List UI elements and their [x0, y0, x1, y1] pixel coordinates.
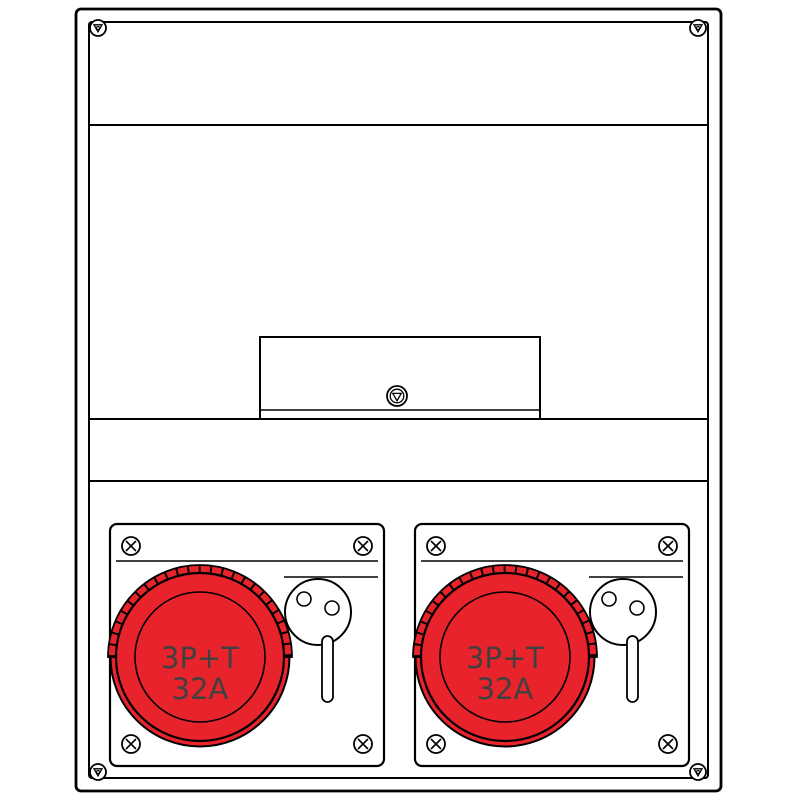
screw-head — [89, 19, 107, 37]
corner-screw-bottom-right — [689, 763, 707, 781]
center-window — [259, 336, 541, 420]
screw-pin — [695, 25, 701, 31]
socket-left-rating-line1: 3P+T — [161, 641, 239, 675]
corner-screw-top-right — [689, 19, 707, 37]
screw-pin — [95, 769, 101, 775]
center-screw-triangle-icon — [391, 392, 403, 403]
socket-module-right — [413, 524, 689, 766]
screw-pin — [95, 25, 101, 31]
corner-screw-top-left — [89, 19, 107, 37]
socket-right-rating-line2: 32A — [477, 672, 534, 706]
center-screw-recess — [389, 388, 405, 404]
corner-screw-bottom-left — [89, 763, 107, 781]
screw-pin — [695, 769, 701, 775]
socket-module-left — [108, 524, 384, 766]
socket-left-rating-line2: 32A — [172, 672, 229, 706]
screw-head — [89, 763, 107, 781]
socket-right-rating-line1: 3P+T — [466, 641, 544, 675]
enclosure-inner — [88, 21, 709, 779]
center-screw — [386, 385, 408, 407]
screw-head — [689, 763, 707, 781]
screw-head — [689, 19, 707, 37]
